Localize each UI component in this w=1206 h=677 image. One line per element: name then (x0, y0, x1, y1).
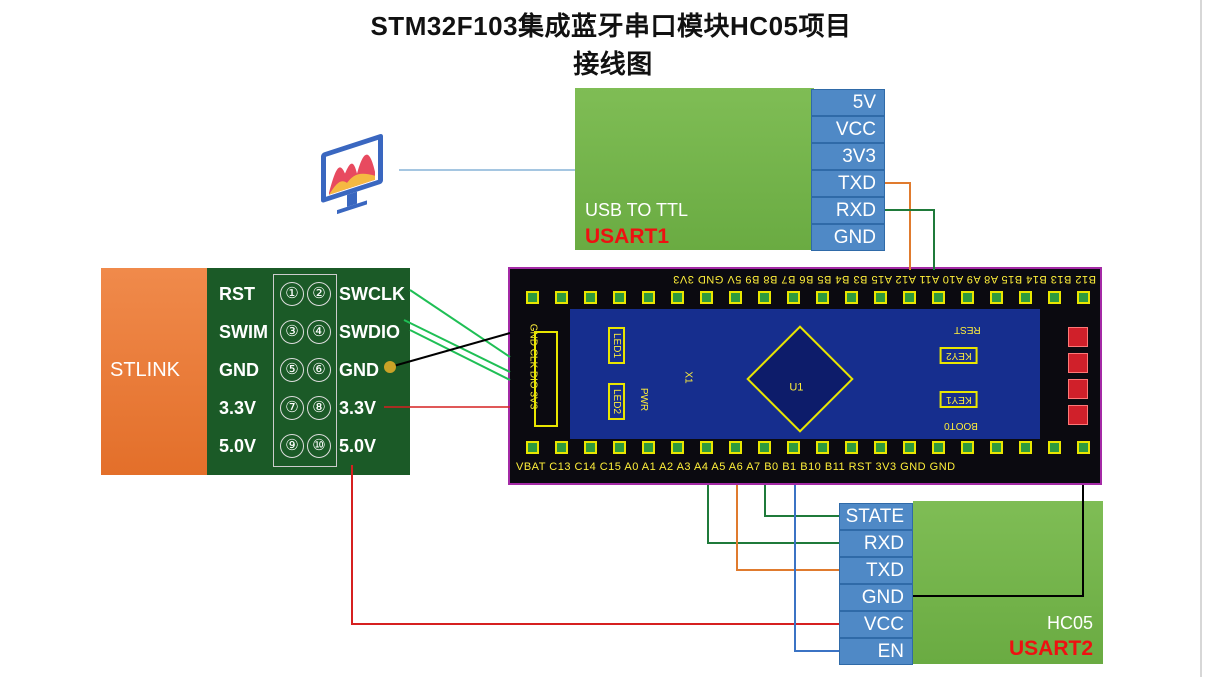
wire-5v-vcc (351, 465, 839, 625)
page-border (1200, 0, 1202, 677)
stlink-pin-3v3: 3.3V (339, 398, 377, 418)
wire-usb-txd (885, 182, 911, 270)
stlink-row-3: GND ⑤ ⑥ GND (207, 350, 410, 388)
usb-ttl-pin-5v: 5V (811, 89, 885, 116)
stlink-row-1: RST ① ② SWCLK (207, 274, 410, 312)
hc05-pin-state: STATE (839, 503, 913, 530)
pin-number: ④ (307, 320, 331, 344)
stlink-pin-swim: SWIM (219, 322, 268, 342)
wire-hc05-state (764, 485, 839, 517)
hc05-pin-vcc: VCC (839, 611, 913, 638)
gnd-dot (384, 361, 396, 373)
usb-ttl-pin-rxd: RXD (811, 197, 885, 224)
hc05-label: HC05 (1046, 613, 1093, 633)
stlink-pin-swclk: SWCLK (339, 284, 405, 304)
wire-hc05-rxd (707, 485, 839, 544)
stlink-pin-5v: 5.0V (339, 436, 377, 456)
pin-number: ⑧ (307, 396, 331, 420)
stlink-pin-gnd: GND (339, 360, 379, 380)
usb-ttl-pin-list: 5V VCC 3V3 TXD RXD GND (811, 89, 885, 251)
stlink-connector-outline (273, 274, 337, 467)
monitor-icon (319, 124, 389, 221)
diagram-title: STM32F103集成蓝牙串口模块HC05项目 (370, 11, 852, 41)
wire-usb-rxd (885, 209, 935, 270)
diagram-subtitle: 接线图 (573, 49, 653, 79)
stlink-row-5: 5.0V ⑨ ⑩ 5.0V (207, 426, 410, 464)
stlink-row-4: 3.3V ⑦ ⑧ 3.3V (207, 388, 410, 426)
usart1-label: USART1 (585, 225, 670, 248)
bottom-header-pins (526, 441, 1090, 455)
hc05-pin-rxd: RXD (839, 530, 913, 557)
pin-number: ⑥ (307, 358, 331, 382)
wire-hc05-gnd (913, 485, 1084, 597)
hc05-pin-list: STATE RXD TXD GND VCC EN (839, 503, 913, 665)
hc05-module: HC05 USART2 (913, 501, 1103, 664)
stlink-pin-3v3-left: 3.3V (219, 398, 257, 418)
usb-ttl-label: USB TO TTL (585, 200, 689, 220)
stlink-pin-rst: RST (219, 284, 255, 304)
pin-number: ⑨ (280, 434, 304, 458)
stlink-module: STLINK (101, 268, 207, 475)
stlink-label: STLINK (110, 359, 181, 381)
wire-stlink-gnd (389, 332, 511, 368)
hc05-pin-en: EN (839, 638, 913, 665)
usb-ttl-module: USB TO TTL USART1 (575, 88, 814, 250)
pin-number: ⑦ (280, 396, 304, 420)
wire-swdio (409, 329, 511, 381)
usart2-label: USART2 (1008, 637, 1093, 660)
wire-hc05-en (794, 485, 839, 652)
stlink-pin-gnd-left: GND (219, 360, 259, 380)
wire-hc05-txd (736, 485, 839, 571)
pin-number: ③ (280, 320, 304, 344)
usb-ttl-pin-txd: TXD (811, 170, 885, 197)
usb-ttl-pin-vcc: VCC (811, 116, 885, 143)
usb-ttl-pin-gnd: GND (811, 224, 885, 251)
wire-swclk (409, 289, 511, 358)
stlink-pinout: RST ① ② SWCLK SWIM ③ ④ SWDIO GND ⑤ ⑥ GND… (207, 268, 410, 475)
hc05-pin-gnd: GND (839, 584, 913, 611)
pin-number: ⑩ (307, 434, 331, 458)
stlink-pin-5v-left: 5.0V (219, 436, 257, 456)
bottom-pin-labels: VBAT C13 C14 C15 A0 A1 A2 A3 A4 A5 A6 A7… (516, 461, 956, 473)
pin-number: ⑤ (280, 358, 304, 382)
pin-number: ① (280, 282, 304, 306)
wire-swdio-2 (403, 319, 511, 373)
jumper-pads (1068, 327, 1090, 425)
usb-ttl-pin-3v3: 3V3 (811, 143, 885, 170)
stlink-row-2: SWIM ③ ④ SWDIO (207, 312, 410, 350)
stlink-pin-swdio: SWDIO (339, 322, 400, 342)
swd-header (534, 331, 558, 427)
hc05-pin-txd: TXD (839, 557, 913, 584)
top-header-pins (526, 291, 1090, 305)
pin-number: ② (307, 282, 331, 306)
stm32-board: B12 B13 B14 B15 A8 A9 A10 A11 A12 A15 B3… (508, 267, 1102, 485)
